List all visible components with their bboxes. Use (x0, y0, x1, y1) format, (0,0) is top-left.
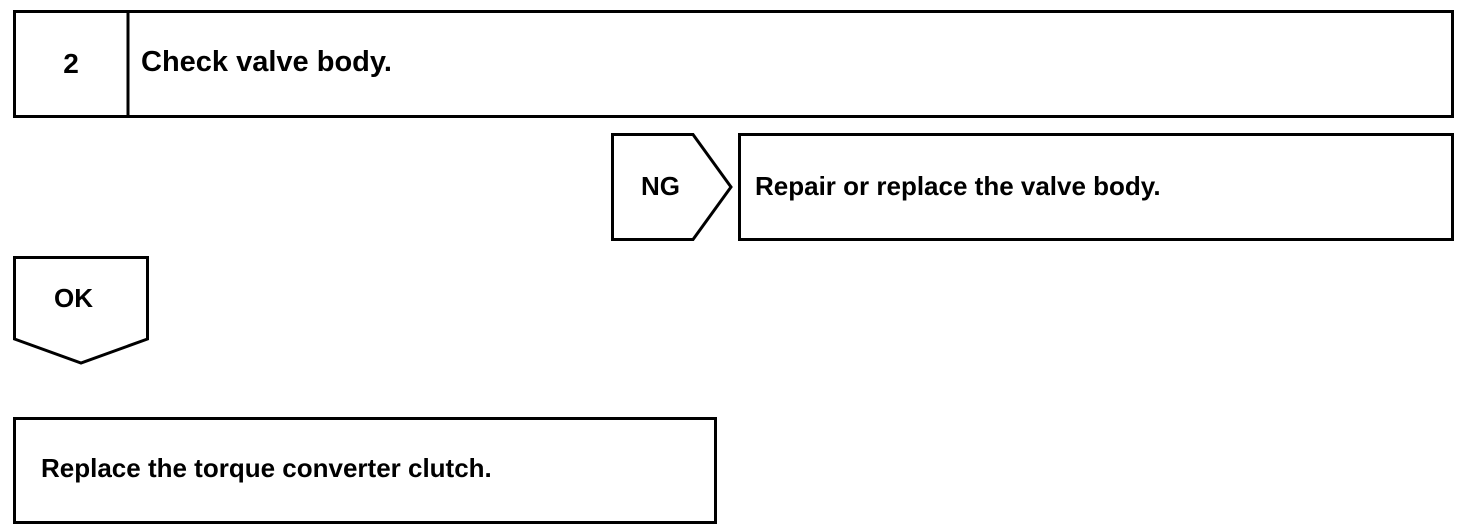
ng-action-box (738, 133, 1454, 241)
ng-label: NG (641, 171, 680, 201)
ng-arrow-tag (611, 133, 733, 241)
ng-action-text: Repair or replace the valve body. (755, 171, 1161, 201)
ok-action-box (13, 417, 717, 524)
ok-arrow-tag (13, 256, 149, 365)
step-number: 2 (63, 48, 79, 79)
ok-label: OK (54, 283, 93, 313)
step-title: Check valve body. (141, 46, 392, 78)
step-box (13, 10, 1454, 118)
ok-action-text: Replace the torque converter clutch. (41, 453, 492, 483)
